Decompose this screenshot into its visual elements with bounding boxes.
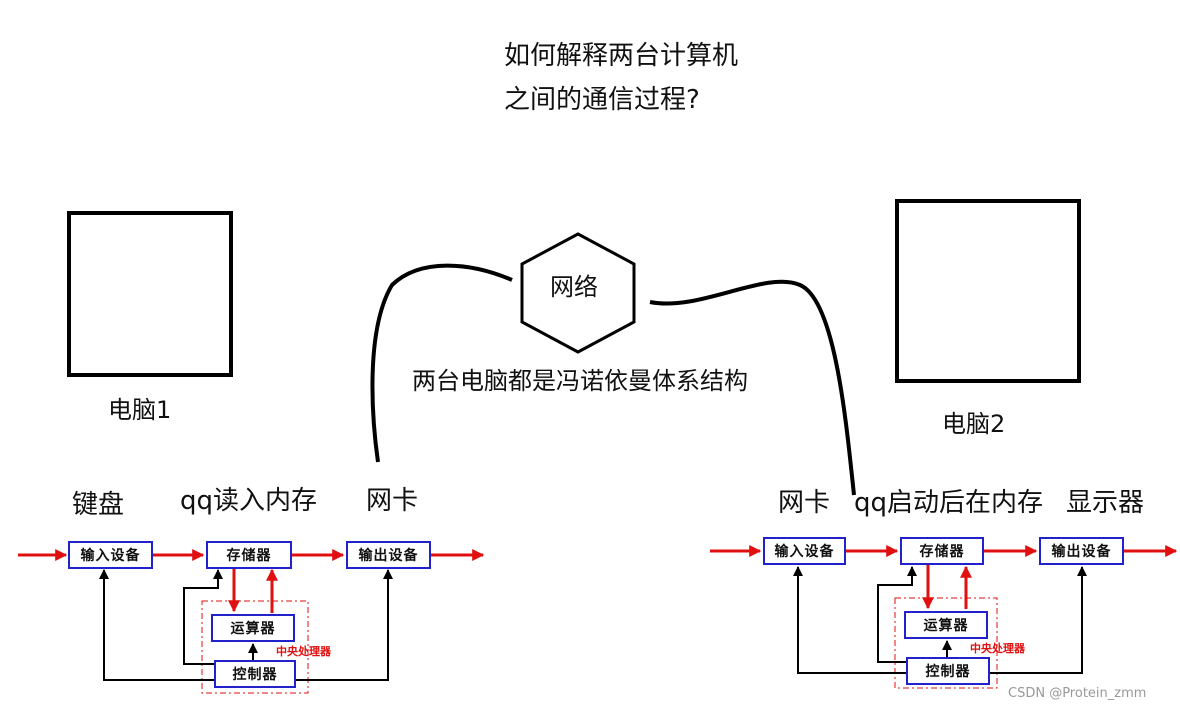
- pc1-output-device-box: 输出设备: [346, 541, 431, 569]
- pc2-controller-box: 控制器: [906, 657, 990, 685]
- pc1-output-annotation: 网卡: [366, 486, 419, 516]
- pc1-input-device-box: 输入设备: [68, 541, 153, 569]
- pc1-alu-box: 运算器: [211, 614, 295, 642]
- computer-2-label: 电脑2: [942, 410, 1006, 438]
- vn-diagram-2-lines: [710, 545, 1178, 689]
- pc2-memory-box: 存储器: [900, 537, 984, 565]
- cpu-2-dashed-border: [894, 597, 998, 689]
- pc1-cpu-label: 中央处理器: [276, 645, 331, 658]
- pc1-input-annotation: 键盘: [72, 490, 125, 520]
- title-line-2: 之间的通信过程?: [504, 85, 700, 115]
- pc2-output-annotation: 显示器: [1066, 488, 1145, 518]
- pc2-input-annotation: 网卡: [778, 488, 831, 518]
- pc2-cpu-label: 中央处理器: [970, 642, 1025, 655]
- title-line-1: 如何解释两台计算机: [504, 41, 739, 71]
- pc2-output-device-box: 输出设备: [1039, 537, 1124, 565]
- watermark: CSDN @Protein_zmm: [1008, 686, 1147, 701]
- cpu-1-dashed-border: [201, 600, 309, 694]
- pc1-controller-box: 控制器: [214, 660, 296, 688]
- pc1-memory-annotation: qq读入内存: [180, 486, 318, 516]
- pc2-memory-annotation: qq启动后在内存: [854, 488, 1044, 518]
- network-cable-left: [370, 263, 513, 463]
- pc1-memory-box: 存储器: [206, 541, 292, 569]
- network-cable-right: [649, 279, 856, 496]
- vn-diagram-1-lines: [18, 549, 485, 694]
- network-label: 网络: [550, 273, 598, 301]
- computer-1-box: [67, 211, 233, 377]
- computer-2-box: [895, 199, 1081, 383]
- pc2-input-device-box: 输入设备: [763, 537, 846, 565]
- computer-1-label: 电脑1: [108, 396, 172, 424]
- pc2-alu-box: 运算器: [904, 611, 988, 639]
- network-hexagon: [520, 232, 636, 354]
- network-caption: 两台电脑都是冯诺依曼体系结构: [412, 367, 748, 395]
